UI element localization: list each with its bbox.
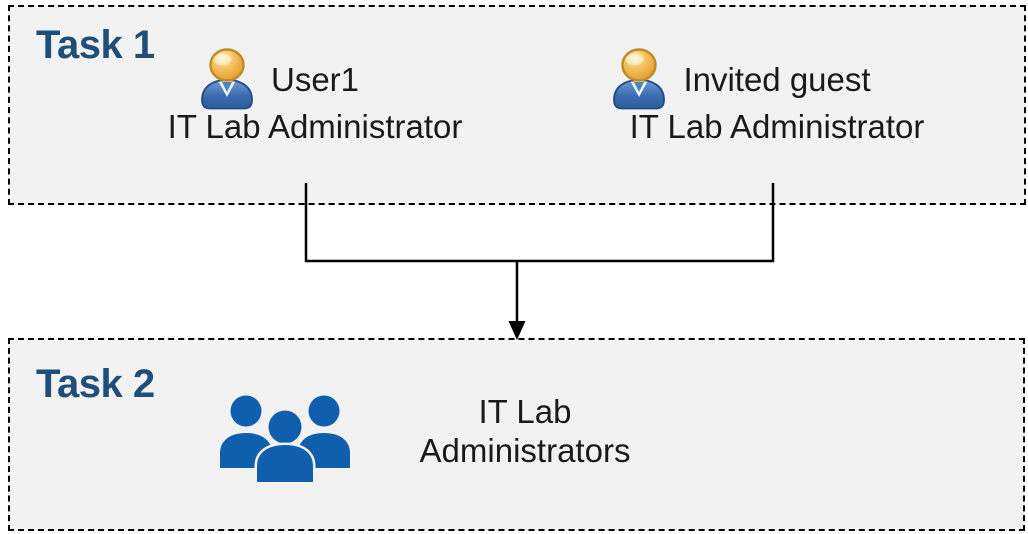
task1-title: Task 1 bbox=[36, 23, 155, 67]
user-name: Invited guest bbox=[683, 61, 871, 98]
user-name-line: User1 bbox=[143, 58, 487, 106]
user-entry-invited-guest: Invited guest IT Lab Administrator bbox=[605, 58, 949, 148]
user-icon bbox=[197, 48, 257, 110]
user-entry-user1: User1 IT Lab Administrator bbox=[143, 58, 487, 148]
task2-box: Task 2 bbox=[8, 338, 1025, 531]
user-name: User1 bbox=[270, 61, 360, 98]
user-role: IT Lab Administrator bbox=[629, 108, 925, 145]
task1-box: Task 1 bbox=[8, 5, 1026, 205]
task2-title: Task 2 bbox=[36, 362, 155, 406]
user-role: IT Lab Administrator bbox=[167, 108, 463, 145]
group-label: IT Lab Administrators bbox=[419, 393, 631, 469]
user-name-line: Invited guest bbox=[605, 58, 949, 106]
people-group-icon bbox=[215, 390, 355, 482]
user-icon bbox=[609, 48, 669, 110]
